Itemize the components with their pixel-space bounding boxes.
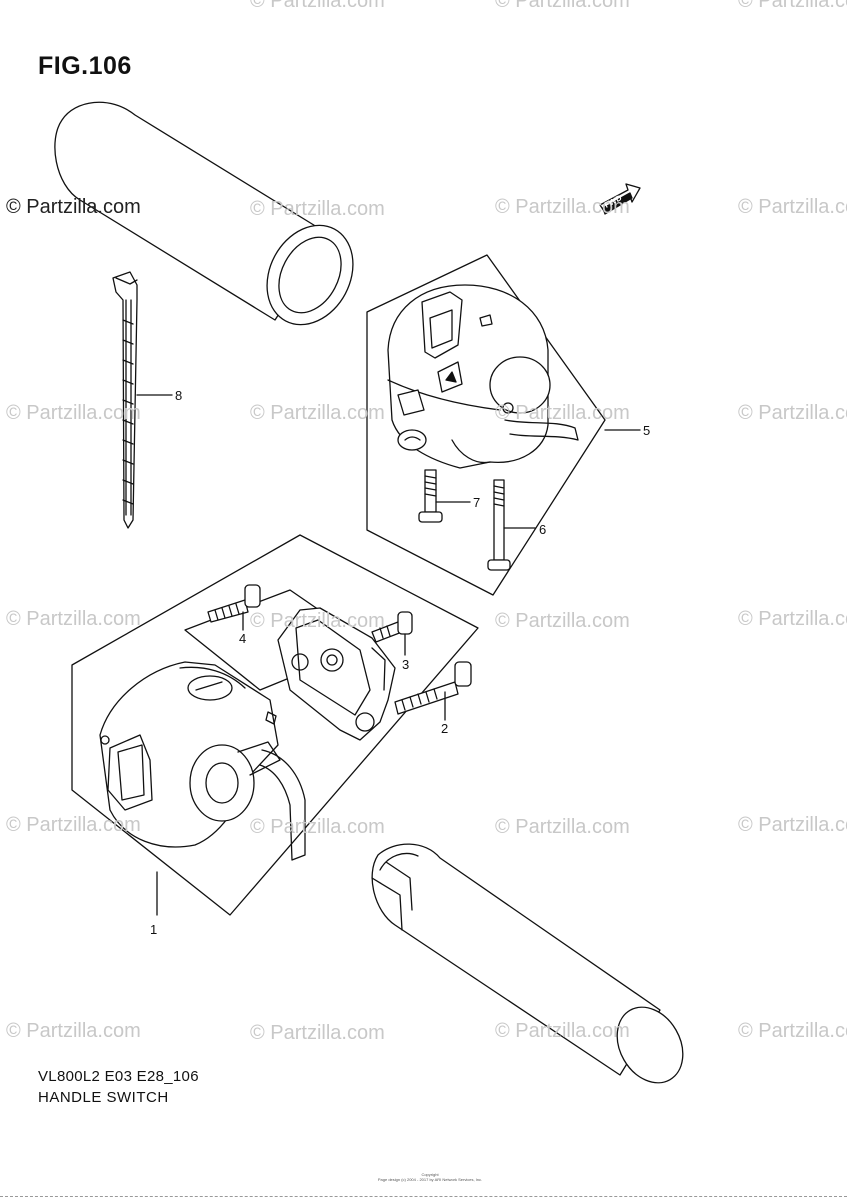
fwd-arrow-icon [599,183,641,215]
screw-2 [394,661,472,715]
watermark: © Partzilla.com [495,610,630,632]
watermark: © Partzilla.com [495,1020,630,1042]
figure-name: HANDLE SWITCH [38,1089,169,1106]
figure-title: FIG.106 [38,52,132,80]
copyright-line-1: Copyright [421,1172,439,1177]
callout-1: 1 [150,922,158,937]
watermark: © Partzilla.com [250,0,385,12]
left-handle-switch [99,661,306,861]
watermark: © Partzilla.com [738,196,847,218]
cable-tie [112,271,138,529]
watermark: © Partzilla.com [495,196,630,218]
screw-7 [418,469,443,523]
callout-7: 7 [473,495,481,510]
watermark: © Partzilla.com [495,816,630,838]
bottom-dashed-rule [0,1196,847,1197]
screw-4 [207,584,261,623]
right-switch-assembly-box [366,254,606,596]
copyright-notice: Copyright Page design (c) 2004 - 2017 by… [360,1172,500,1182]
right-handle-switch [387,284,579,469]
copyright-line-2: Page design (c) 2004 - 2017 by ARI Netwo… [377,1177,483,1182]
watermark: © Partzilla.com [738,814,847,836]
watermark: © Partzilla.com [250,402,385,424]
left-switch-assembly-box [71,534,479,916]
callout-2: 2 [441,721,449,736]
callout-6: 6 [539,522,547,537]
left-handle-grip [54,101,354,326]
watermark: © Partzilla.com [738,0,847,12]
watermark: © Partzilla.com [495,402,630,424]
watermark: © Partzilla.com [6,814,141,836]
callout-4: 4 [239,631,247,646]
watermark: © Partzilla.com [6,608,141,630]
figure-code: VL800L2 E03 E28_106 [38,1068,199,1085]
watermark: © Partzilla.com [6,196,141,218]
callout-5: 5 [643,423,651,438]
screw-3 [371,611,413,643]
right-handle-grip [371,843,684,1084]
callout-8: 8 [175,388,183,403]
watermark: © Partzilla.com [6,402,141,424]
screw-6 [487,479,511,571]
switch-clamp-bracket [277,607,396,741]
watermark: © Partzilla.com [250,610,385,632]
watermark: © Partzilla.com [738,1020,847,1042]
watermark: © Partzilla.com [250,1022,385,1044]
watermark: © Partzilla.com [6,1020,141,1042]
callout-3: 3 [402,657,410,672]
watermark: © Partzilla.com [495,0,630,12]
watermark: © Partzilla.com [738,608,847,630]
watermark: © Partzilla.com [250,816,385,838]
watermark: © Partzilla.com [250,198,385,220]
watermark: © Partzilla.com [738,402,847,424]
